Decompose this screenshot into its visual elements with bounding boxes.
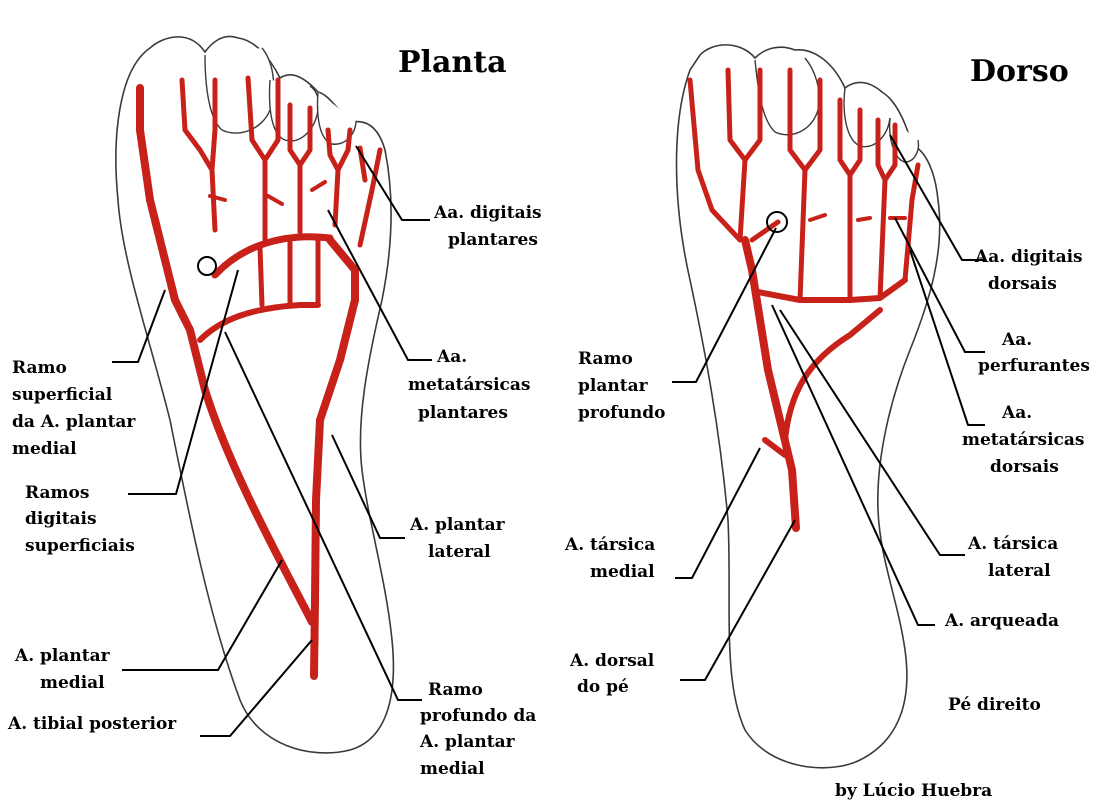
label-plantar-lateral: A. plantar lateral [409, 515, 506, 562]
label-line: profundo da [420, 706, 536, 726]
label-line: A. plantar [419, 732, 516, 752]
label-line: medial [40, 673, 105, 693]
label-line: da A. plantar [12, 412, 136, 432]
label-ramo-plantar-profundo: Ramo plantar profundo [578, 349, 665, 423]
label-line: perfurantes [978, 356, 1090, 376]
label-line: A. arqueada [944, 611, 1059, 631]
label-line: medial [590, 562, 655, 582]
label-line: dorsais [988, 274, 1057, 294]
title-dorso: Dorso [970, 54, 1069, 89]
label-tarsica-lateral: A. társica lateral [967, 534, 1058, 581]
label-line: Aa. [1001, 330, 1032, 350]
label-line: do pé [577, 677, 629, 697]
label-line: Ramo [578, 349, 633, 369]
label-tibial-posterior: A. tibial posterior [7, 714, 177, 734]
label-line: A. tibial posterior [7, 714, 177, 734]
label-line: metatársicas [962, 430, 1084, 450]
label-line: Aa. [436, 347, 467, 367]
label-line: Ramo [12, 358, 67, 378]
label-line: profundo [578, 403, 665, 423]
label-ramo-superficial: Ramo superficial da A. plantar medial [12, 358, 136, 459]
label-line: medial [420, 759, 485, 779]
label-ramo-profundo: Ramo profundo da A. plantar medial [419, 680, 536, 779]
label-line: Aa. [1001, 403, 1032, 423]
label-line: dorsais [990, 457, 1059, 477]
label-line: Aa. digitais [974, 247, 1083, 267]
label-line: lateral [428, 542, 491, 562]
label-line: plantares [418, 403, 508, 423]
label-digitais-plantares: Aa. digitais plantares [433, 203, 542, 250]
label-perfurantes: Aa. perfurantes [978, 330, 1090, 376]
label-line: superficiais [25, 536, 135, 556]
artery-perfurante-2 [858, 218, 870, 220]
label-line: medial [12, 439, 77, 459]
label-line: A. plantar [14, 646, 111, 666]
label-ramos-digitais: Ramos digitais superficiais [25, 483, 135, 556]
label-tarsica-medial: A. társica medial [564, 535, 655, 582]
label-line: Ramos [25, 483, 89, 503]
label-line: metatársicas [408, 375, 530, 395]
artery-metatarsal-1 [260, 248, 262, 305]
label-line: A. plantar [409, 515, 506, 535]
label-line: digitais [25, 509, 97, 529]
author-credit: by Lúcio Huebra [835, 781, 992, 801]
title-planta: Planta [398, 45, 507, 80]
label-line: Ramo [428, 680, 483, 700]
label-line: plantares [448, 230, 538, 250]
label-metatarsicas-dorsais: Aa. metatársicas dorsais [962, 403, 1084, 477]
label-line: A. társica [967, 534, 1058, 554]
label-line: A. dorsal [569, 651, 655, 671]
label-arqueada: A. arqueada [944, 611, 1059, 631]
label-dorsal-do-pe: A. dorsal do pé [569, 651, 655, 697]
label-line: superficial [12, 385, 113, 405]
label-plantar-medial: A. plantar medial [14, 646, 111, 693]
label-line: lateral [988, 561, 1051, 581]
label-line: Aa. digitais [433, 203, 542, 223]
label-line: A. társica [564, 535, 655, 555]
side-note-pe-direito: Pé direito [948, 695, 1041, 715]
label-metatarsicas-plantares: Aa. metatársicas plantares [408, 347, 530, 423]
label-line: plantar [578, 376, 649, 396]
label-digitais-dorsais: Aa. digitais dorsais [974, 247, 1083, 294]
